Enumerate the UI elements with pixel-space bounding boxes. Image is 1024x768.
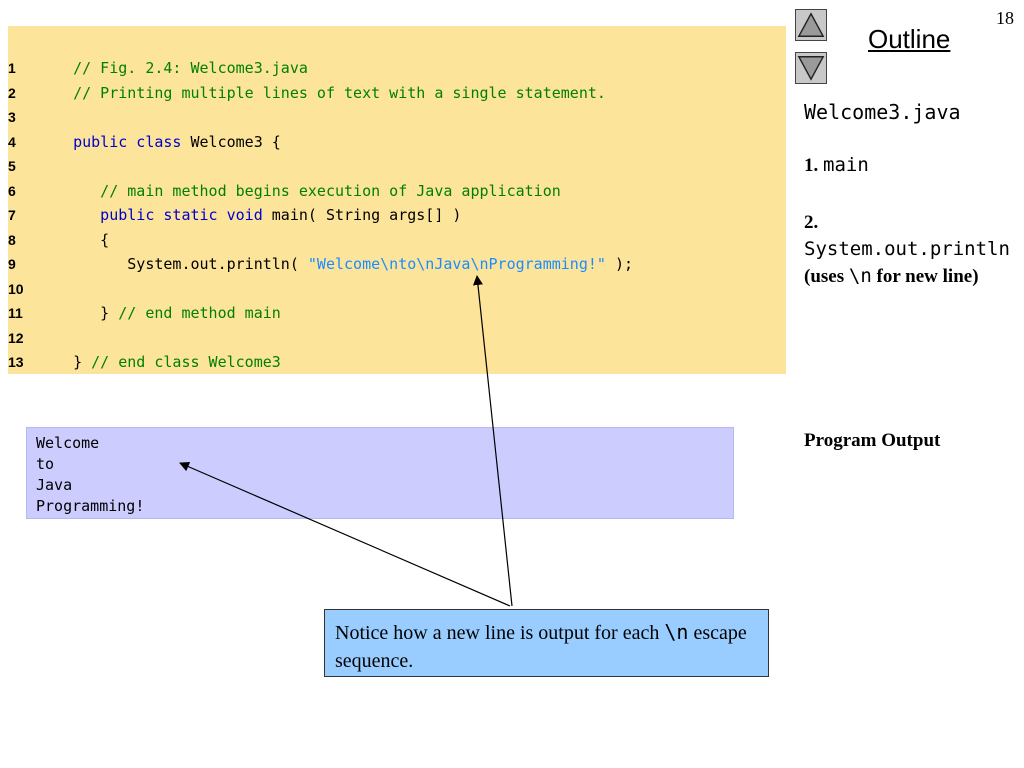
sidebar-item-code-escape: \n [848, 265, 872, 287]
code-line: 6 // main method begins execution of Jav… [8, 179, 786, 204]
code-line: 8 { [8, 228, 786, 253]
line-number: 10 [8, 280, 24, 297]
sidebar-item-number: 1. [804, 155, 819, 176]
line-number: 4 [8, 133, 16, 150]
line-number: 12 [8, 329, 24, 346]
sidebar-item-text: (uses [804, 266, 849, 287]
line-number: 5 [8, 158, 16, 174]
code-token: } [46, 353, 92, 371]
code-token: public class [46, 132, 191, 151]
code-token: { [46, 230, 110, 249]
code-token: Welcome3 { [190, 132, 281, 151]
line-number: 2 [8, 84, 16, 101]
outline-link[interactable]: Outline [868, 24, 951, 54]
code-line: 12 [8, 326, 786, 351]
line-number: 11 [8, 305, 23, 321]
code-token: } [46, 304, 119, 322]
code-line: 4 public class Welcome3 { [8, 130, 786, 155]
code-line: 5 [8, 154, 786, 179]
line-number: 6 [8, 182, 16, 199]
sidebar-file-name: Welcome3.java [804, 100, 961, 124]
triangle-down-icon [797, 56, 825, 81]
next-slide-button[interactable] [795, 52, 827, 84]
code-token: public static void [46, 206, 272, 224]
sidebar-item-main: 1. main [804, 152, 1016, 179]
line-number: 9 [8, 256, 16, 272]
code-line: 9 System.out.println( "Welcome\nto\nJava… [8, 252, 786, 277]
code-token: System.out.println( [46, 255, 308, 273]
line-number: 13 [8, 354, 24, 370]
output-line: Programming! [36, 497, 145, 515]
code-token: // end method main [118, 304, 281, 322]
sidebar-program-output: Program Output [804, 430, 941, 451]
callout-text-end: escape sequence. [335, 622, 747, 672]
output-line: Welcome [36, 434, 100, 452]
annotation-callout: Notice how a new line is output for each… [324, 609, 769, 677]
triangle-up-icon [797, 12, 825, 37]
sidebar-item-code: System.out.println [804, 238, 1010, 260]
sidebar-item-println: 2. System.out.println (uses \n for new l… [804, 210, 1016, 290]
sidebar-item-number: 2. [804, 212, 819, 233]
code-line: 7 public static void main( String args[]… [8, 203, 786, 228]
output-line: Java [36, 476, 73, 494]
code-line: 11 } // end method main [8, 301, 786, 326]
sidebar-item-code: main [823, 154, 869, 176]
line-number: 3 [8, 109, 16, 125]
code-token: // main method begins execution of Java … [46, 181, 561, 200]
code-token: "Welcome\nto\nJava\nProgramming!" [307, 255, 606, 273]
sidebar-item-text-end: for new line) [871, 266, 979, 287]
code-line: 1 // Fig. 2.4: Welcome3.java [8, 56, 786, 81]
callout-text-start: Notice how a new line is output for each [335, 622, 665, 644]
line-number: 1 [8, 60, 16, 76]
slide-number: 18 [996, 8, 1014, 28]
code-line: 13 } // end class Welcome3 [8, 350, 786, 375]
code-line: 2 // Printing multiple lines of text wit… [8, 81, 786, 106]
output-line: to [36, 455, 55, 473]
line-number: 8 [8, 231, 16, 248]
code-token: main( String args[] ) [271, 206, 462, 224]
code-token: // Fig. 2.4: Welcome3.java [46, 59, 308, 77]
code-token: ); [605, 255, 634, 273]
code-line: 10 [8, 277, 786, 302]
code-token: // end class Welcome3 [91, 353, 281, 371]
code-line: 3 [8, 105, 786, 130]
callout-code: \n [664, 620, 689, 644]
line-number: 7 [8, 207, 16, 223]
previous-slide-button[interactable] [795, 9, 827, 41]
code-token: // Printing multiple lines of text with … [46, 83, 606, 102]
